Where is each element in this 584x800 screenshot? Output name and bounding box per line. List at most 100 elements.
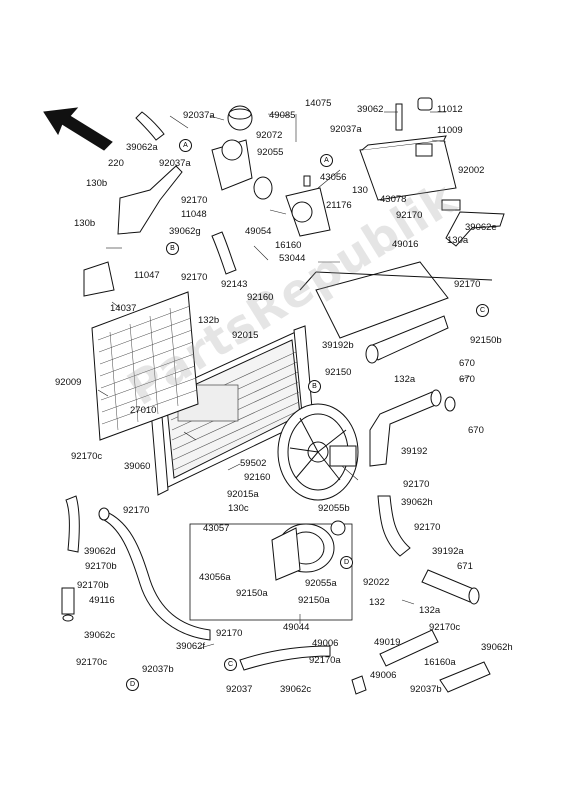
part-label: 92160 — [244, 472, 271, 483]
thermostat-housing — [211, 105, 273, 200]
water-pump — [189, 520, 353, 621]
part-label: 43057 — [203, 523, 230, 534]
part-label: 11048 — [181, 209, 207, 220]
radiator-screen — [91, 291, 199, 441]
part-label: 92015a — [227, 489, 259, 500]
part-label: 92143 — [221, 279, 248, 290]
part-label: 92037 — [226, 684, 253, 695]
part-label: 92037a — [330, 124, 362, 135]
water-pipe-39192 — [369, 389, 456, 467]
part-label: 132a — [394, 374, 416, 385]
part-label: 92037b — [410, 684, 442, 695]
part-label: 92160 — [247, 292, 274, 303]
part-label: 16160 — [275, 240, 302, 251]
part-label: 670 — [459, 374, 475, 385]
part-label: 92170c — [76, 657, 108, 668]
part-label: 39062d — [84, 546, 116, 557]
part-label: 39062h — [481, 642, 513, 653]
part-label: 59502 — [240, 458, 267, 469]
part-label: 92170 — [181, 195, 208, 206]
part-label: 92150 — [325, 367, 352, 378]
part-label: 92170 — [123, 505, 150, 516]
front-direction-arrow-icon — [43, 107, 113, 151]
part-label: 92170c — [429, 622, 461, 633]
part-label: 670 — [468, 425, 484, 436]
callout-c-circle: C — [476, 304, 489, 317]
callout-c-circle: C — [224, 658, 237, 671]
part-label: 21176 — [326, 200, 352, 211]
part-label: 39062h — [401, 497, 433, 508]
part-label: 39062 — [357, 104, 384, 115]
part-label: 49085 — [269, 110, 296, 121]
fan-assembly — [277, 403, 359, 501]
part-label: 132 — [369, 597, 385, 608]
part-label: 92170 — [181, 272, 208, 283]
upper-hose — [135, 111, 505, 275]
bottom-pipes — [239, 629, 491, 695]
part-label: 670 — [459, 358, 475, 369]
part-label: 39192 — [401, 446, 428, 457]
part-label: 92170b — [77, 580, 109, 591]
part-label: 220 — [108, 158, 124, 169]
part-label: 92150a — [298, 595, 330, 606]
part-label: 92170 — [216, 628, 243, 639]
part-label: 11047 — [134, 270, 160, 281]
lower-left-hoses — [61, 495, 211, 641]
callout-a-circle: A — [179, 139, 192, 152]
part-label: 92170 — [454, 279, 481, 290]
part-label: 92170c — [71, 451, 103, 462]
part-label: 92170b — [85, 561, 117, 572]
callout-d-circle: D — [340, 556, 353, 569]
part-label: 39062e — [465, 222, 497, 233]
part-label: 92170 — [396, 210, 423, 221]
part-label: 92009 — [55, 377, 82, 388]
part-label: 92015 — [232, 330, 259, 341]
part-label: 49006 — [312, 638, 339, 649]
part-label: 132a — [419, 605, 441, 616]
part-label: 43078 — [380, 194, 407, 205]
part-label: 49019 — [374, 637, 401, 648]
part-label: 92037b — [142, 664, 174, 675]
water-pipe-49016 — [299, 261, 493, 364]
lower-right-hoses — [377, 495, 480, 605]
part-label: 92150b — [470, 335, 502, 346]
part-label: 92022 — [363, 577, 390, 588]
part-label: 130 — [352, 185, 368, 196]
part-label: 53044 — [279, 253, 306, 264]
part-label: 14075 — [305, 98, 332, 109]
part-label: 49116 — [89, 595, 115, 606]
part-label: 92170 — [403, 479, 430, 490]
part-label: 92055 — [257, 147, 284, 158]
part-label: 49054 — [245, 226, 272, 237]
part-label: 11012 — [437, 104, 463, 115]
part-label: 130c — [228, 503, 249, 514]
part-label: 92037a — [159, 158, 191, 169]
part-label: 49016 — [392, 239, 419, 250]
part-label: 92072 — [256, 130, 283, 141]
part-label: 132b — [198, 315, 220, 326]
part-label: 43056 — [320, 172, 347, 183]
part-label: 130a — [447, 235, 469, 246]
part-label: 39192b — [322, 340, 354, 351]
part-label: 92170a — [309, 655, 341, 666]
part-label: 39062a — [126, 142, 158, 153]
reservoir-tank — [359, 97, 461, 211]
part-label: 39062g — [169, 226, 201, 237]
part-label: 39062c — [84, 630, 116, 641]
part-label: 39062f — [176, 641, 206, 652]
part-label: 92002 — [458, 165, 485, 176]
callout-b-circle: B — [166, 242, 179, 255]
part-label: 39062c — [280, 684, 312, 695]
part-label: 92037a — [183, 110, 215, 121]
part-label: 11009 — [437, 125, 463, 136]
part-label: 16160a — [424, 657, 456, 668]
callout-b-circle: B — [308, 380, 321, 393]
part-label: 92055b — [318, 503, 350, 514]
part-label: 39192a — [432, 546, 464, 557]
mounting-bracket — [83, 165, 183, 297]
part-label: 43056a — [199, 572, 231, 583]
part-label: 130b — [74, 218, 96, 229]
callout-a-circle: A — [320, 154, 333, 167]
